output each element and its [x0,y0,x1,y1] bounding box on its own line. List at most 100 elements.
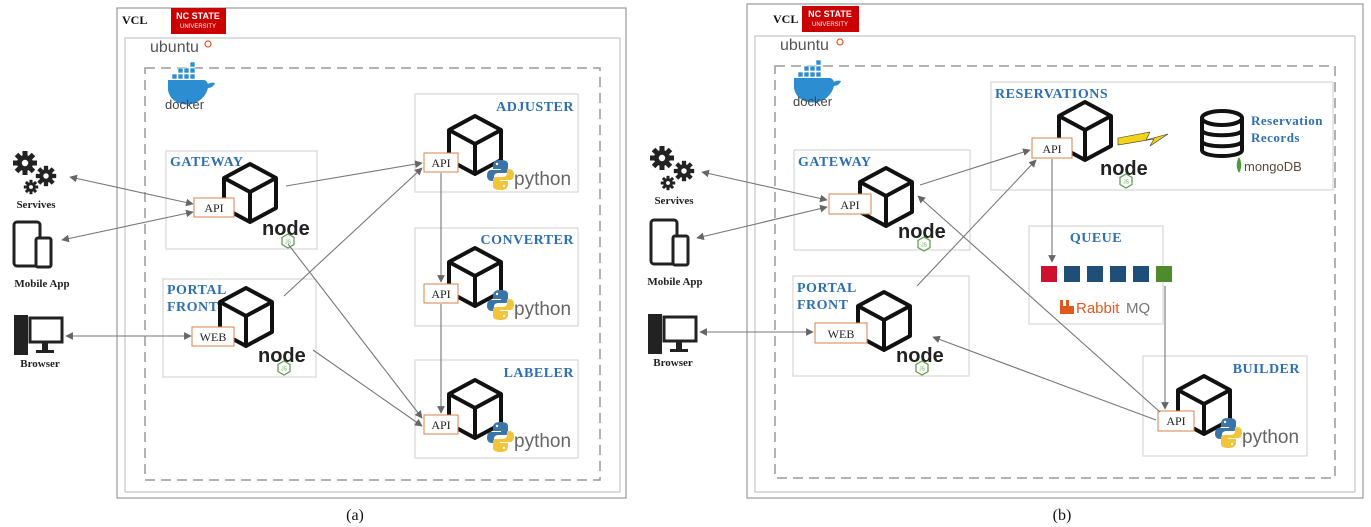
python-logo-icon: python [487,422,571,452]
edge-portal-labeler [312,349,423,427]
svg-text:python: python [514,299,571,320]
docker-frame-b [774,65,1336,479]
svg-text:ADJUSTER: ADJUSTER [496,100,574,115]
svg-text:API: API [431,418,450,432]
mongodb-leaf-icon [1236,157,1242,173]
ubuntu-logo-b: ubuntu [780,37,844,54]
svg-text:Mobile App: Mobile App [647,276,702,288]
ubuntu-icon [204,40,212,48]
rabbitmq-logo: Rabbit MQ [1060,300,1150,317]
svg-text:RESERVATIONS: RESERVATIONS [995,87,1108,102]
python-logo-icon: python [1215,418,1299,448]
svg-text:mongoDB: mongoDB [1244,159,1302,174]
api-port [1031,137,1073,159]
api-port [423,414,459,435]
ubuntu-logo-a: ubuntu [150,39,212,56]
svg-text:NC STATE: NC STATE [176,11,220,21]
ubuntu-icon [836,38,844,46]
python-logo-icon: python [487,160,571,190]
svg-text:API: API [204,201,223,215]
docker-logo-b: docker [793,59,842,109]
svg-text:ubuntu: ubuntu [150,39,199,56]
svg-text:Servives: Servives [16,199,56,211]
edge-gateway-reservations [919,148,1031,186]
svg-text:node: node [898,221,946,243]
gateway-service-b: GATEWAY API node [793,149,971,252]
api-port [1157,410,1195,432]
portal-front-service-a: PORTAL FRONT WEB node [162,278,317,378]
panel-b: VCL NC STATE UNIVERSITY ubuntu docker Se… [647,3,1364,524]
svg-text:Mobile App: Mobile App [14,278,69,290]
svg-text:Browser: Browser [653,357,693,369]
desktop-browser-icon [648,314,698,354]
api-port [193,197,235,218]
ncstate-logo-b: NC STATE UNIVERSITY [802,6,859,32]
caption-a: (a) [346,507,364,524]
svg-text:API: API [431,287,450,301]
edge-portal-adjuster [283,167,423,297]
svg-text:Browser: Browser [20,358,60,370]
svg-text:API: API [1166,414,1185,428]
mongodb-logo: mongoDB [1236,157,1302,174]
svg-text:PORTAL: PORTAL [797,281,857,296]
gears-icon [650,146,695,191]
queue-messages [1041,266,1172,282]
svg-text:API: API [840,198,859,212]
node-logo-icon: node [898,221,946,252]
node-logo-icon: node [258,345,306,376]
svg-text:BUILDER: BUILDER [1233,362,1301,377]
svg-text:PORTAL: PORTAL [167,283,227,298]
edge-gateway-labeler [287,243,423,419]
mobile-client-b: Mobile App [647,218,703,288]
svg-text:python: python [1242,427,1299,448]
svg-text:UNIVERSITY: UNIVERSITY [180,24,216,30]
svg-text:node: node [262,218,310,240]
converter-service-a: CONVERTER API python [414,227,579,327]
ubuntu-frame-a [124,37,621,493]
svg-text:python: python [514,169,571,190]
svg-text:node: node [1100,158,1148,180]
queue-service-b: QUEUE Rabbit MQ [1028,225,1172,325]
edge-portal-reservations [916,159,1037,287]
browser-client-b: Browser [648,314,698,369]
edge-mobile-gateway [61,209,194,243]
svg-text:API: API [431,156,450,170]
svg-text:NC STATE: NC STATE [808,9,852,19]
ncstate-logo-a: NC STATE UNIVERSITY [171,8,226,34]
svg-text:MQ: MQ [1126,300,1150,317]
database-icon [1200,109,1244,158]
node-logo-icon: node [262,218,310,249]
svg-text:node: node [896,345,944,367]
services-client-b: Servives [650,146,694,207]
builder-service-b: BUILDER API python [1142,355,1308,457]
svg-text:WEB: WEB [828,327,855,341]
edge-services-gateway [701,169,828,203]
python-logo-icon: python [487,290,571,320]
svg-text:FRONT: FRONT [797,298,849,313]
vcl-label-a: VCL [122,13,147,27]
labeler-service-a: LABELER API python [414,359,579,459]
vcl-label-b: VCL [773,12,798,26]
connections-a [61,160,445,427]
caption-b: (b) [1053,507,1072,524]
svg-text:Servives: Servives [654,195,694,207]
db-label-line1: Reservation [1251,113,1323,128]
svg-text:docker: docker [165,97,205,112]
svg-text:WEB: WEB [200,330,227,344]
svg-text:QUEUE: QUEUE [1070,231,1122,246]
node-logo-icon: node [1100,158,1148,189]
svg-text:Rabbit: Rabbit [1076,300,1120,317]
docker-logo-a: docker [165,61,216,112]
svg-text:python: python [514,431,571,452]
svg-text:UNIVERSITY: UNIVERSITY [812,22,848,28]
svg-text:ubuntu: ubuntu [780,37,829,54]
web-port [814,322,868,344]
adjuster-service-a: ADJUSTER API python [414,93,579,193]
svg-text:docker: docker [793,94,833,109]
api-port [423,283,459,304]
edge-builder-portal [932,335,1157,421]
desktop-browser-icon [14,315,64,355]
node-logo-icon: node [896,345,944,376]
ubuntu-frame-b [754,35,1356,493]
